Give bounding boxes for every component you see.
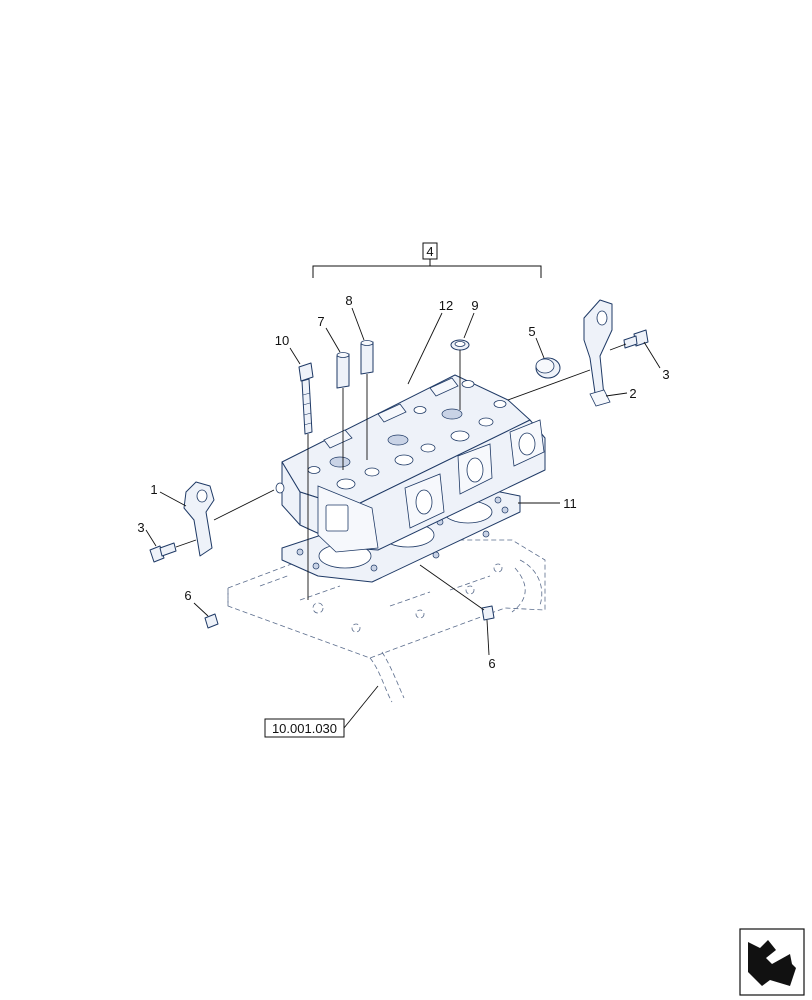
reference-box[interactable]: [264, 718, 345, 738]
callout-11: 11: [563, 496, 577, 511]
group-bracket-4: [312, 258, 542, 278]
head-bolt: [298, 362, 314, 435]
callout-4-box: [422, 242, 438, 260]
lifting-bracket-rear: [583, 299, 613, 407]
expansion-plug: [535, 357, 561, 379]
callout-3-front: 3: [137, 520, 144, 535]
next-page-arrow-icon[interactable]: [739, 928, 805, 996]
reference-link[interactable]: 10.001.030: [264, 718, 345, 738]
callout-6-left: 6: [184, 588, 191, 603]
assembly-lines: [175, 343, 627, 611]
valve-guide-sleeve: [336, 352, 350, 389]
callout-leaders: [145, 307, 661, 729]
reference-label: 10.001.030: [272, 721, 337, 736]
callout-3-rear: 3: [662, 367, 669, 382]
callout-1: 1: [150, 482, 157, 497]
callout-8: 8: [345, 293, 352, 308]
callout-5: 5: [528, 324, 535, 339]
callout-2: 2: [629, 386, 636, 401]
screw-rear: [623, 329, 649, 349]
callout-4: 4: [426, 244, 433, 259]
callout-10: 10: [275, 333, 289, 348]
callout-9: 9: [471, 298, 478, 313]
seal-ring: [450, 339, 470, 351]
valve-guide-sleeve-long: [360, 340, 374, 375]
callout-labels: 4 1 2 3 3 5 6 6 7 8 9 10 11 12: [137, 242, 670, 671]
callout-12: 12: [439, 298, 453, 313]
dowel-pin-left: [204, 613, 219, 629]
callout-7: 7: [317, 314, 324, 329]
dowel-pin-right: [481, 605, 495, 621]
cylinder-head: [275, 374, 546, 553]
lifting-bracket-front: [183, 481, 215, 557]
callout-6-right: 6: [488, 656, 495, 671]
screw-front: [149, 542, 177, 563]
